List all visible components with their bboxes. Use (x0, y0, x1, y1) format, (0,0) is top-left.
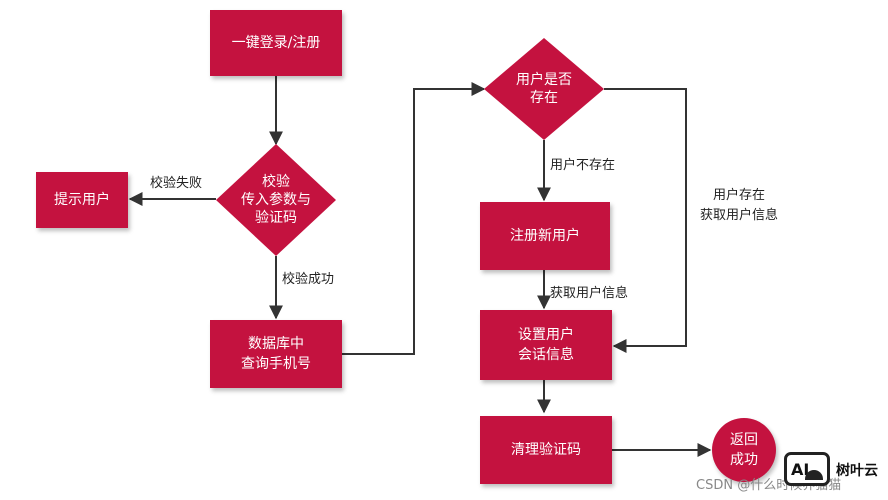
node-login-text: 一键登录/注册 (231, 35, 321, 51)
node-prompt-user: 提示用户 (36, 172, 128, 228)
node-validate-text: 校验 传入参数与 验证码 (241, 174, 311, 226)
node-validate-shape (216, 144, 336, 256)
node-clear-code: 清理验证码 (480, 416, 612, 484)
label-user-exists: 用户存在 获取用户信息 (700, 188, 779, 223)
edge-exists (604, 88, 687, 353)
node-return-success: 返回 成功 (712, 418, 776, 482)
logo-hill-icon (805, 470, 823, 480)
label-get-user-info: 获取用户信息 (550, 286, 629, 301)
node-query-db-text: 数据库中 查询手机号 (241, 336, 311, 372)
node-user-exists-text: 用户是否 存在 (516, 72, 572, 106)
node-return-success-text: 返回 成功 (730, 432, 758, 468)
edge-query-to-exists (342, 82, 486, 355)
node-prompt-user-text: 提示用户 (54, 192, 110, 208)
ai-logo-mark: AI (791, 459, 810, 479)
node-set-session: 设置用户 会话信息 (480, 310, 612, 380)
ai-logo: AI (784, 452, 830, 486)
node-login: 一键登录/注册 (210, 10, 342, 76)
label-validate-fail: 校验失败 (150, 176, 203, 191)
label-user-not-exist: 用户不存在 (550, 158, 616, 173)
node-register-user-text: 注册新用户 (510, 228, 580, 244)
node-clear-code-text: 清理验证码 (511, 442, 581, 458)
node-set-session-text: 设置用户 会话信息 (518, 327, 574, 363)
label-validate-success: 校验成功 (282, 272, 335, 287)
logo-text: 树叶云 (836, 463, 878, 479)
node-user-exists-shape (484, 38, 604, 140)
node-user-exists: 用户是否 存在 (484, 38, 604, 140)
node-validate: 校验 传入参数与 验证码 (216, 144, 336, 256)
node-register-user: 注册新用户 (480, 202, 610, 270)
node-query-db: 数据库中 查询手机号 (210, 320, 342, 388)
